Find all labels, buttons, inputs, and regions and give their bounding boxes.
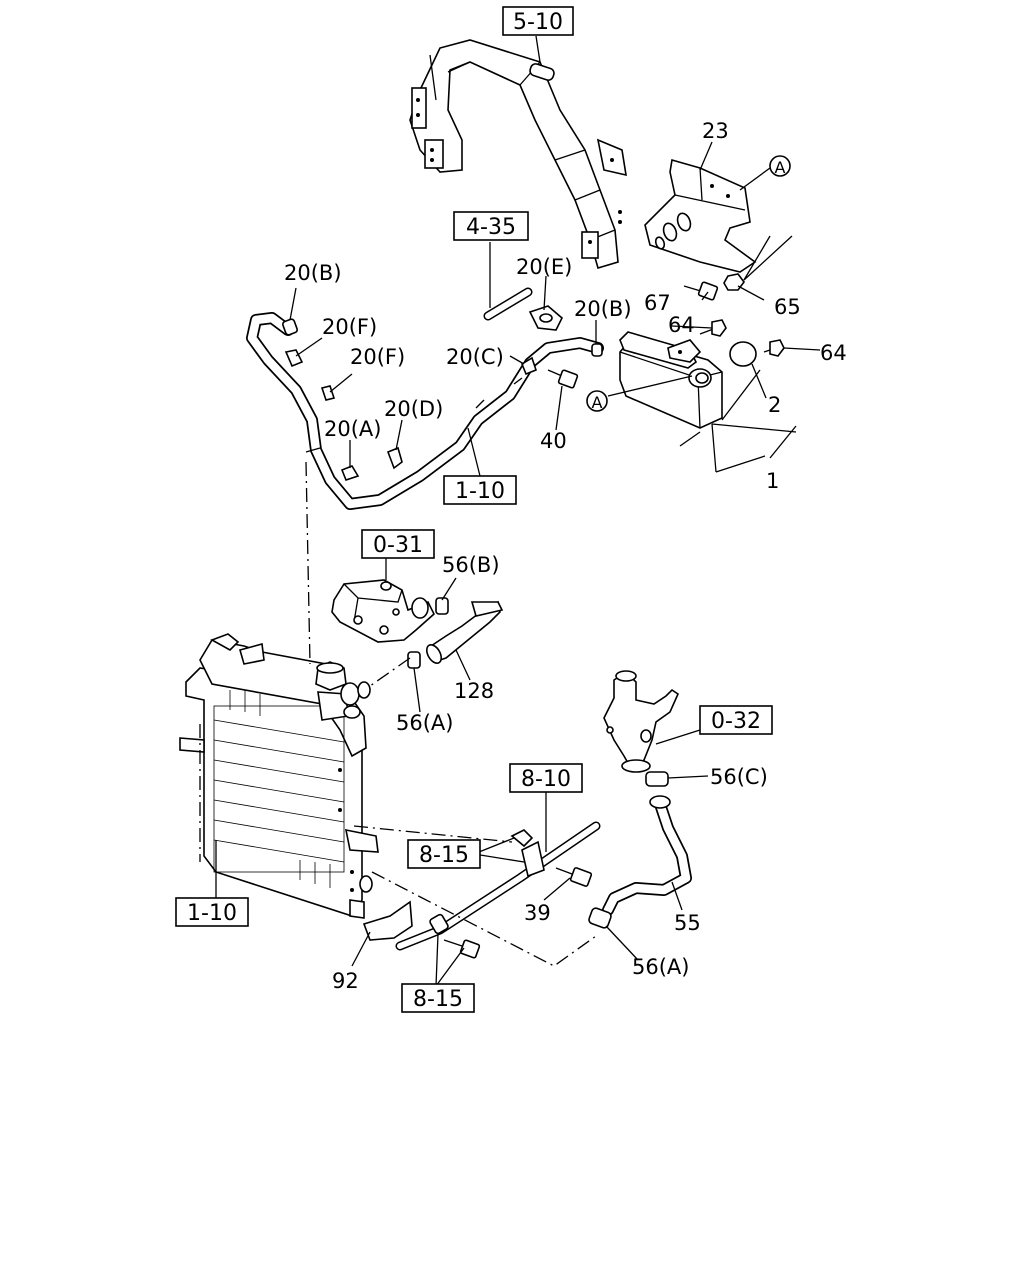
bolt-64-right <box>763 339 785 357</box>
label-20f-b: 20(F) <box>350 345 405 369</box>
clamp-56a-bottom <box>588 907 612 929</box>
bolt-lower <box>443 939 481 959</box>
ref-1-10-top: 1-10 <box>443 475 517 505</box>
ref-8-15-bottom-text: 8-15 <box>413 987 463 1012</box>
label-23: 23 <box>702 119 729 143</box>
clip-20a <box>340 465 360 481</box>
rod-4-35 <box>483 287 533 321</box>
radiator-cap <box>315 661 361 721</box>
bolt-40 <box>547 369 579 389</box>
label-20e: 20(E) <box>516 255 572 279</box>
ref-5-10-text: 5-10 <box>513 10 563 35</box>
label-20b-left: 20(B) <box>284 261 342 285</box>
ref-0-32-text: 0-32 <box>711 709 761 734</box>
ref-8-15-top: 8-15 <box>407 839 481 869</box>
label-56c: 56(C) <box>710 765 768 789</box>
thermostat-housing <box>331 579 435 643</box>
leader-lines <box>215 35 821 987</box>
label-56a-bottom: 56(A) <box>632 955 689 979</box>
lower-hose <box>602 795 692 916</box>
pipe-bracket-upper <box>510 829 545 878</box>
ref-8-15-top-text: 8-15 <box>419 843 469 868</box>
clamp-56b <box>435 597 449 615</box>
label-55: 55 <box>674 911 701 935</box>
label-128: 128 <box>454 679 494 703</box>
frame-bracket <box>409 39 627 269</box>
clip-20e <box>528 305 563 331</box>
ref-0-31-text: 0-31 <box>373 533 423 558</box>
bolt-67 <box>683 281 719 301</box>
clip-20b-right <box>591 343 603 357</box>
label-1: 1 <box>766 469 779 493</box>
clip-20f-a <box>284 349 304 368</box>
ref-4-35-text: 4-35 <box>466 215 516 240</box>
label-20d: 20(D) <box>384 397 443 421</box>
clip-20b-left <box>282 318 298 336</box>
label-40: 40 <box>540 429 567 453</box>
clamp-56a-top <box>407 651 421 669</box>
cap-ring-2 <box>729 341 757 367</box>
marker-a-tank-text: A <box>592 393 603 412</box>
radiator <box>179 633 379 919</box>
ref-0-31: 0-31 <box>361 529 435 559</box>
reservoir-tank <box>619 331 723 429</box>
tank-bracket <box>644 158 757 273</box>
clip-20d <box>386 446 403 470</box>
upper-hose <box>425 600 504 664</box>
assembly-lines <box>199 461 597 967</box>
bracket-92 <box>362 900 413 941</box>
bolt-39 <box>555 867 593 887</box>
ref-5-10: 5-10 <box>502 6 574 36</box>
ref-1-10-left-text: 1-10 <box>187 901 237 926</box>
label-92: 92 <box>332 969 359 993</box>
marker-a-top: A <box>769 155 791 177</box>
label-64-a: 64 <box>668 313 695 337</box>
marker-a-tank: A <box>586 390 608 412</box>
radiator-core-mesh <box>213 690 345 888</box>
label-20c: 20(C) <box>446 345 504 369</box>
clamp-56c <box>645 771 669 787</box>
clip-20f-b <box>320 385 336 401</box>
water-outlet <box>603 670 680 773</box>
label-65: 65 <box>774 295 801 319</box>
ref-4-35: 4-35 <box>453 211 529 241</box>
label-20f-a: 20(F) <box>322 315 377 339</box>
label-64-b: 64 <box>820 341 847 365</box>
water-pipe <box>395 821 601 951</box>
ref-8-10-text: 8-10 <box>521 767 571 792</box>
ref-1-10-left: 1-10 <box>175 897 249 927</box>
label-2: 2 <box>768 393 781 417</box>
marker-a-top-text: A <box>775 158 786 177</box>
clip-20c <box>521 356 537 376</box>
label-20b-right: 20(B) <box>574 297 632 321</box>
label-56a-top: 56(A) <box>396 711 453 735</box>
ref-8-15-bottom: 8-15 <box>401 983 475 1013</box>
label-20a: 20(A) <box>324 417 381 441</box>
bolt-64-upper <box>699 319 727 337</box>
ref-1-10-top-text: 1-10 <box>455 479 505 504</box>
label-39: 39 <box>524 901 551 925</box>
label-56b: 56(B) <box>442 553 500 577</box>
label-67: 67 <box>644 291 671 315</box>
ref-8-10: 8-10 <box>509 763 583 793</box>
ref-0-32: 0-32 <box>699 705 773 735</box>
